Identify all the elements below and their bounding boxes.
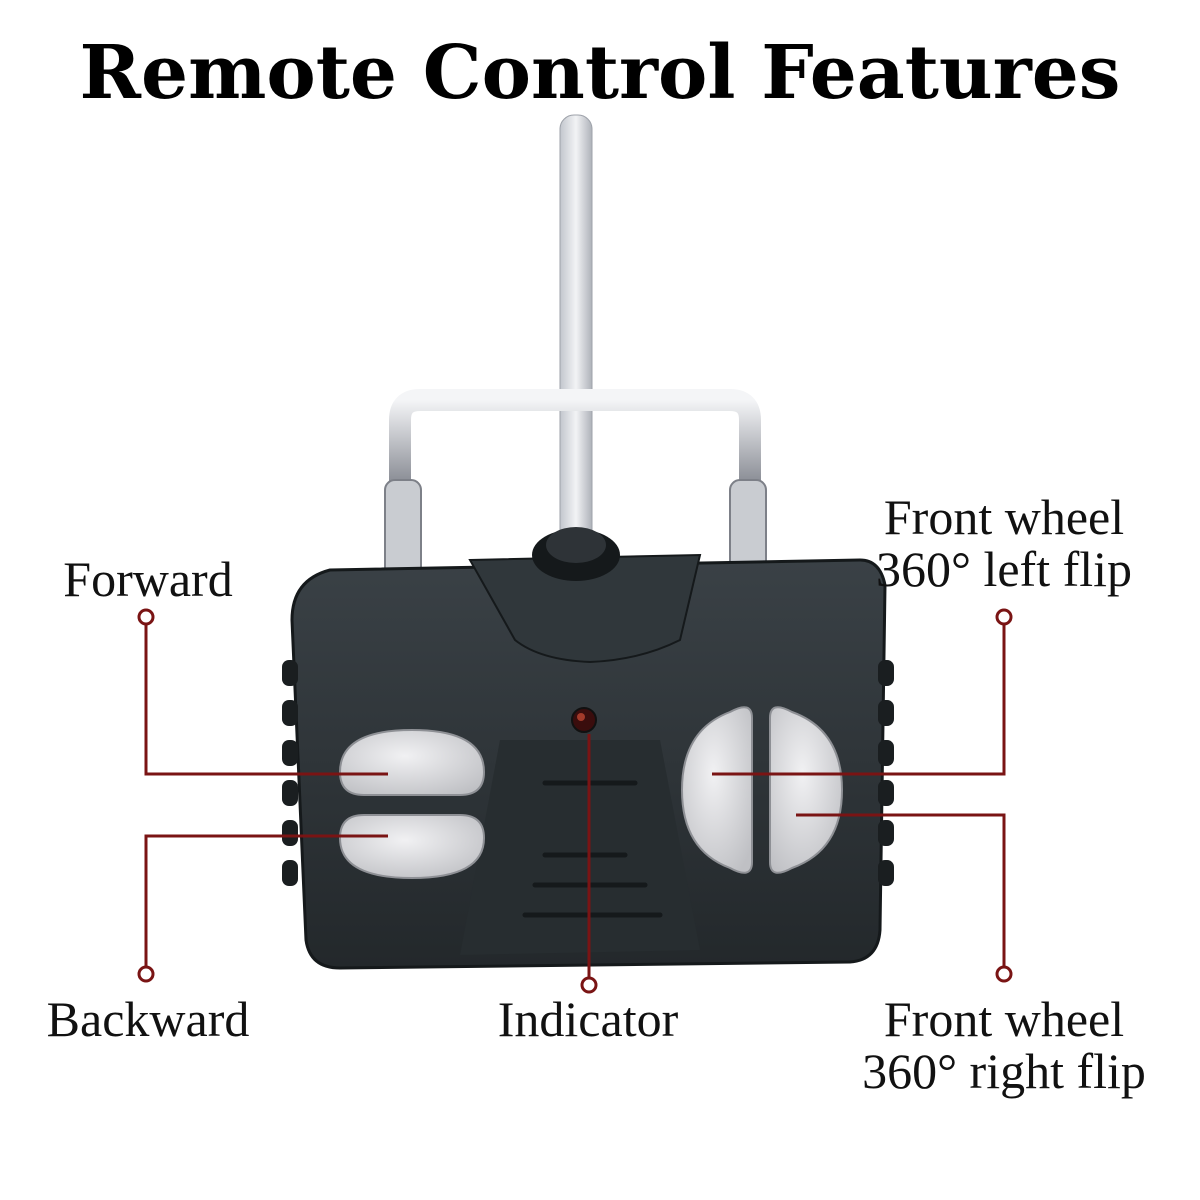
right-flip-button[interactable]	[769, 706, 844, 874]
right-flip-callout-line	[796, 813, 1006, 968]
right-flip-label-line1: Front wheel	[884, 991, 1124, 1047]
indicator-label: Indicator	[498, 991, 679, 1047]
left-flip-button[interactable]	[680, 706, 753, 874]
backward-label: Backward	[47, 991, 250, 1047]
forward-callout-line	[144, 617, 388, 776]
forward-callout-dot	[137, 608, 155, 626]
right-flip-label-line2: 360° right flip	[862, 1043, 1146, 1099]
forward-label: Forward	[63, 551, 232, 607]
backward-button[interactable]	[338, 814, 486, 880]
indicator-callout-dot	[580, 976, 598, 994]
antenna-icon	[559, 114, 593, 556]
left-flip-callout-line	[712, 617, 1006, 776]
forward-button[interactable]	[338, 728, 486, 796]
right-flip-callout-dot	[995, 965, 1013, 983]
left-flip-label-line2: 360° left flip	[876, 541, 1132, 597]
backward-callout-dot	[137, 965, 155, 983]
backward-callout-line	[144, 834, 388, 968]
handle-icon	[384, 389, 767, 581]
left-flip-label-line1: Front wheel	[884, 489, 1124, 545]
page-title: Remote Control Features	[80, 30, 1121, 116]
indicator-led-icon	[571, 707, 597, 733]
left-flip-callout-dot	[995, 608, 1013, 626]
